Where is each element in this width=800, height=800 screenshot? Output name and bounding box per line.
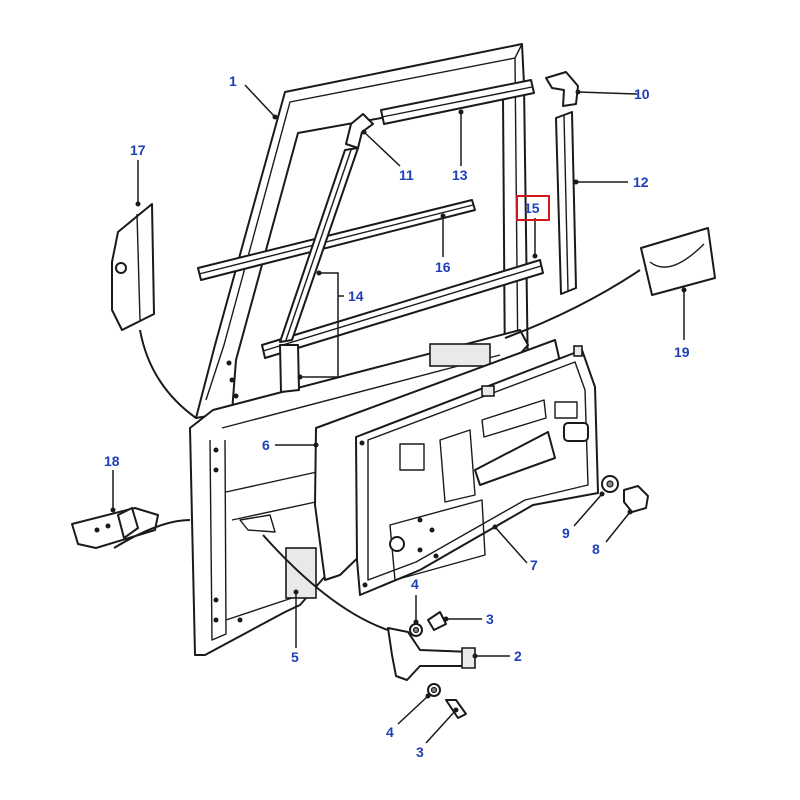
sound-deadening-pad [640, 227, 716, 296]
callout-9[interactable]: 9 [562, 525, 570, 541]
leader-lines [110, 84, 687, 744]
washer [601, 475, 619, 493]
callout-highlight-box [516, 195, 550, 221]
callout-5[interactable]: 5 [291, 649, 299, 665]
callout-6[interactable]: 6 [262, 437, 270, 453]
callout-1[interactable]: 1 [229, 73, 237, 89]
front-glass-channel [279, 147, 359, 393]
callout-13[interactable]: 13 [452, 167, 468, 183]
callout-4-lower[interactable]: 4 [386, 724, 394, 740]
callout-15[interactable]: 15 [524, 200, 540, 216]
waist-seal-inner [197, 199, 476, 281]
hinge-screw-upper [427, 611, 447, 631]
callout-7[interactable]: 7 [530, 557, 538, 573]
callout-3-upper[interactable]: 3 [486, 611, 494, 627]
callout-3-lower[interactable]: 3 [416, 744, 424, 760]
striker-bracket [71, 507, 159, 549]
callout-labels: 1 2 3 3 4 4 5 6 7 8 9 10 11 12 13 14 15 … [104, 73, 690, 760]
callout-18[interactable]: 18 [104, 453, 120, 469]
callout-12[interactable]: 12 [633, 174, 649, 190]
callout-2[interactable]: 2 [514, 648, 522, 664]
corner-seal-rear [545, 71, 579, 107]
callout-10[interactable]: 10 [634, 86, 650, 102]
callout-16[interactable]: 16 [435, 259, 451, 275]
callout-19[interactable]: 19 [674, 344, 690, 360]
rear-glass-channel [555, 111, 577, 295]
waist-seal-outer [261, 259, 544, 359]
callout-4-upper[interactable]: 4 [411, 576, 419, 592]
callout-8[interactable]: 8 [592, 541, 600, 557]
callout-17[interactable]: 17 [130, 142, 146, 158]
bolt [623, 485, 649, 513]
hinge [387, 627, 476, 681]
assembly-lines [113, 269, 641, 631]
washer-upper [409, 623, 423, 637]
corner-seal-front [345, 113, 374, 149]
callout-11[interactable]: 11 [399, 167, 414, 183]
callout-14[interactable]: 14 [348, 288, 364, 304]
door-trim-panel [355, 345, 599, 596]
washer-lower [427, 683, 441, 697]
top-glass-channel [380, 79, 535, 125]
check-strap-bracket [111, 203, 155, 331]
